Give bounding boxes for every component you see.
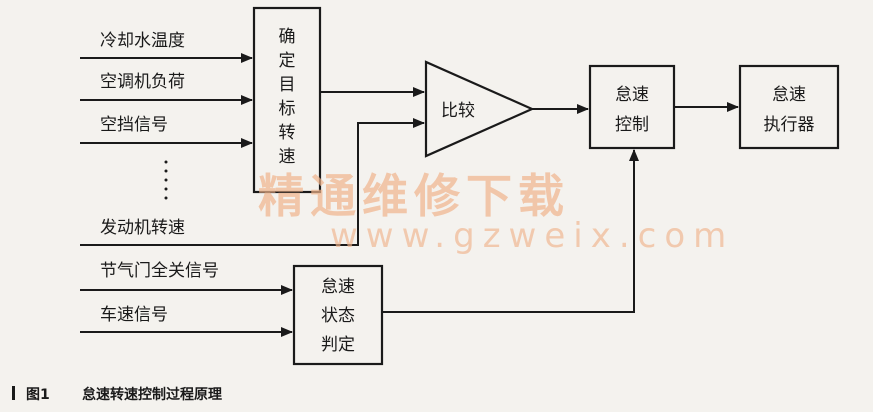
idle-control-block: [588, 64, 676, 150]
input-label-coolant-temp: 冷却水温度: [100, 31, 185, 51]
caption-title: 怠速转速控制过程原理: [82, 386, 222, 403]
svg-text:确: 确: [279, 27, 296, 47]
idle-actuator-block: [738, 64, 840, 150]
svg-text:目: 目: [279, 75, 296, 95]
svg-text:转: 转: [279, 123, 296, 143]
input-label-neutral-signal: 空挡信号: [100, 115, 168, 135]
idle-state-label-line2: 状态: [321, 306, 355, 326]
input-label-ac-load: 空调机负荷: [100, 72, 185, 92]
more-inputs-ellipsis: [164, 160, 168, 200]
svg-text:速: 速: [279, 147, 296, 167]
idle-actuator-label-line2: 执行器: [764, 115, 815, 135]
compare-label: 比较: [441, 101, 475, 121]
idle-actuator-label-line1: 怠速: [772, 85, 806, 105]
svg-text:标: 标: [279, 99, 296, 119]
input-label-engine-speed: 发动机转速: [100, 218, 185, 238]
idle-state-label-line1: 怠速: [321, 277, 355, 297]
caption-fig-number: 图1: [26, 387, 50, 403]
arrow-state-to-control: [382, 149, 639, 313]
watermark-url: www.gzweix.com: [330, 216, 734, 256]
idle-control-label-line1: 怠速: [615, 85, 649, 105]
arrow-engine-speed-to-compare: [80, 118, 425, 246]
target-speed-block: [252, 6, 322, 194]
input-label-vehicle-speed: 车速信号: [100, 305, 168, 325]
idle-control-label-line2: 控制: [615, 115, 649, 135]
svg-text:定: 定: [279, 51, 296, 71]
caption-bar: [12, 386, 15, 400]
watermark-text: 精通维修下载: [258, 169, 570, 223]
idle-state-block: [292, 264, 384, 366]
input-label-throttle-closed: 节气门全关信号: [100, 261, 219, 281]
target-speed-label: 确 定 目 标 转 速: [279, 27, 296, 167]
compare-block: [424, 60, 535, 158]
idle-state-label-line3: 判定: [321, 335, 355, 355]
